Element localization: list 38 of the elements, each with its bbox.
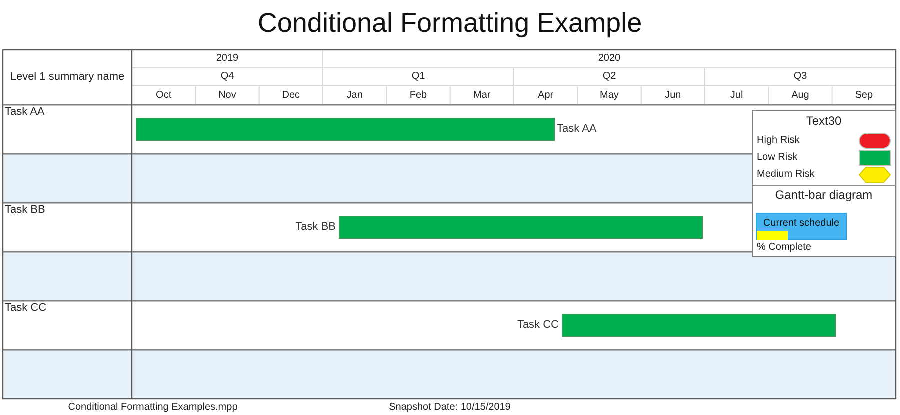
gantt-bar xyxy=(136,118,555,141)
month-label: Feb xyxy=(410,90,428,102)
month-label: Sep xyxy=(855,90,874,102)
gantt-bar xyxy=(562,314,836,337)
month-label: Jul xyxy=(730,90,744,102)
legend-heading: Text30 xyxy=(806,115,842,129)
task-bar-label: Task AA xyxy=(557,123,597,136)
year-label: 2020 xyxy=(598,53,621,65)
legend-label: % Complete xyxy=(757,242,812,254)
task-bar-label: Task BB xyxy=(296,221,336,234)
task-name: Task BB xyxy=(5,204,46,217)
month-label: Aug xyxy=(792,90,810,102)
task-name: Task CC xyxy=(5,302,47,315)
snapshot-date: Snapshot Date: 10/15/2019 xyxy=(389,402,511,414)
month-label: Apr xyxy=(538,90,554,102)
quarter-label: Q3 xyxy=(794,71,808,83)
month-label: Jun xyxy=(665,90,682,102)
column-heading: Level 1 summary name xyxy=(10,71,125,84)
file-name: Conditional Formatting Examples.mpp xyxy=(68,402,238,414)
task-bar-label: Task CC xyxy=(517,319,559,332)
gantt-bar xyxy=(339,216,703,239)
month-label: Oct xyxy=(156,90,172,102)
month-label: Mar xyxy=(474,90,491,102)
legend-label: Low Risk xyxy=(757,152,798,164)
month-label: Dec xyxy=(282,90,300,102)
month-label: May xyxy=(600,90,619,102)
quarter-label: Q4 xyxy=(220,71,234,83)
legend-label: Current schedule xyxy=(763,218,840,230)
month-label: Nov xyxy=(218,90,236,102)
quarter-label: Q1 xyxy=(412,71,426,83)
year-label: 2019 xyxy=(216,53,239,65)
legend-label: High Risk xyxy=(757,135,800,147)
legend-label: Medium Risk xyxy=(757,169,815,181)
quarter-label: Q2 xyxy=(602,71,616,83)
legend-heading: Gantt-bar diagram xyxy=(775,189,873,203)
task-name: Task AA xyxy=(5,106,45,119)
chart-title: Conditional Formatting Example xyxy=(258,8,642,40)
month-label: Jan xyxy=(346,90,363,102)
